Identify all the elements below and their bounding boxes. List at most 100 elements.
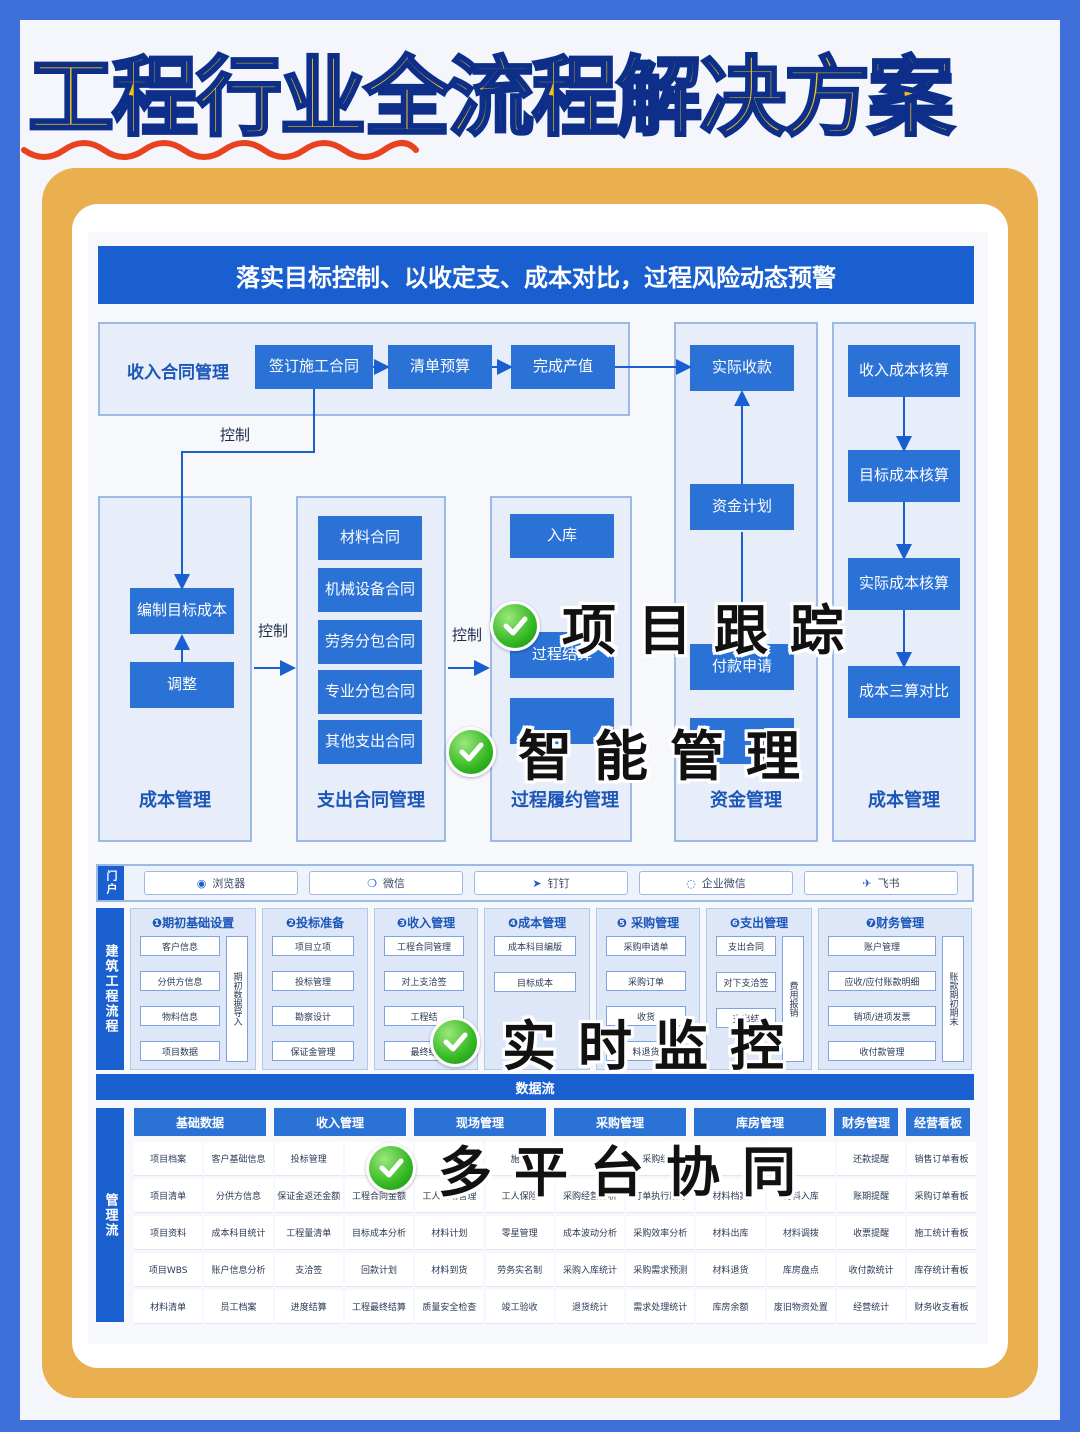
mgmt-cell: 退货统计 bbox=[555, 1290, 625, 1324]
mgmt-column-header: 基础数据 bbox=[134, 1108, 266, 1136]
mgmt-cell: 工程量清单 bbox=[274, 1216, 343, 1250]
mgmt-cell: 项目资料 bbox=[134, 1216, 203, 1250]
box-other-contract: 其他支出合同 bbox=[318, 720, 422, 764]
portal-dingtalk-label: 钉钉 bbox=[547, 877, 570, 890]
overlay-text: 多平台协同 bbox=[438, 1141, 818, 1204]
mgmt-cell: 采购入库统计 bbox=[555, 1253, 625, 1287]
mgmt-cell bbox=[555, 1142, 625, 1176]
mgmt-cell: 零星管理 bbox=[485, 1216, 554, 1250]
flow-column-title: ❺ 采购管理 bbox=[616, 916, 680, 930]
wecom-icon: ◌ bbox=[686, 876, 696, 890]
mgmt-cell: 材料出库 bbox=[696, 1216, 765, 1250]
overlay-realtime-monitor: 实时监控 bbox=[430, 1002, 806, 1081]
flow-tag: 建筑工程流程 bbox=[96, 908, 124, 1070]
box-warehouse-in: 入库 bbox=[510, 514, 614, 558]
mgmt-cell: 还款提醒 bbox=[837, 1142, 906, 1176]
flow-side-item: 期初数据导入 bbox=[226, 936, 248, 1062]
process-performance-label: 过程履约管理 bbox=[511, 790, 619, 811]
mgmt-cell: 采购需求预测 bbox=[626, 1253, 695, 1287]
mgmt-cell: 采购统计 bbox=[626, 1142, 695, 1176]
mgmt-cell: 收票提醒 bbox=[837, 1216, 906, 1250]
box-process-hidden bbox=[510, 698, 614, 744]
flow-item: 客户信息 bbox=[140, 936, 220, 956]
mgmt-cell: 采购订单看板 bbox=[907, 1179, 976, 1213]
mgmt-cell: 项目WBS bbox=[134, 1253, 203, 1287]
flow-item: 物料信息 bbox=[140, 1006, 220, 1026]
portal-browser[interactable]: ◉浏览器 bbox=[144, 871, 298, 895]
mgmt-cell: 库房盘点 bbox=[766, 1253, 835, 1287]
page-title: 工程行业全流程解决方案 bbox=[27, 47, 956, 150]
mgmt-cell: 订单执行跟踪 bbox=[626, 1179, 695, 1213]
chrome-icon: ◉ bbox=[196, 876, 207, 890]
check-icon bbox=[430, 1016, 480, 1067]
flow-item: 项目立项 bbox=[272, 936, 354, 956]
mgmt-cell: 材料调拨 bbox=[766, 1216, 835, 1250]
mgmt-cell: 采购效率分析 bbox=[626, 1216, 695, 1250]
mgmt-cell: 经营统计 bbox=[837, 1290, 906, 1324]
mgmt-cell: 财务收支看板 bbox=[907, 1290, 976, 1324]
box-revenue-cost: 收入成本核算 bbox=[848, 345, 960, 397]
mgmt-tag: 管理流 bbox=[96, 1108, 124, 1322]
box-adjust: 调整 bbox=[130, 662, 234, 708]
mgmt-column-header: 经营看板 bbox=[906, 1108, 970, 1136]
box-three-cost-compare: 成本三算对比 bbox=[848, 666, 960, 718]
mgmt-cell: 材料入库 bbox=[766, 1179, 835, 1213]
flow-column-title: ❼财务管理 bbox=[865, 916, 925, 930]
mgmt-cell: 材料档案 bbox=[696, 1179, 765, 1213]
flow-item: 保证金管理 bbox=[272, 1041, 354, 1061]
cost-management-label: 成本管理 bbox=[139, 790, 211, 811]
flow-column-title: ❷投标准备 bbox=[285, 916, 345, 930]
box-labor-contract: 劳务分包合同 bbox=[318, 620, 422, 664]
step-sign-contract: 签订施工合同 bbox=[255, 345, 373, 389]
mgmt-cell: 需求处理统计 bbox=[626, 1290, 695, 1324]
feishu-icon: ✈ bbox=[862, 876, 872, 890]
mgmt-column-header: 财务管理 bbox=[834, 1108, 898, 1136]
mgmt-cell: 成本波动分析 bbox=[555, 1216, 625, 1250]
mgmt-cell: 目标成本分析 bbox=[344, 1216, 414, 1250]
overlay-text: 项目跟踪 bbox=[562, 599, 866, 662]
control-label-cost: 控制 bbox=[258, 622, 289, 640]
mgmt-column-header: 采购管理 bbox=[554, 1108, 686, 1136]
mgmt-column-header: 库房管理 bbox=[694, 1108, 826, 1136]
flow-item: 销项/进项发票 bbox=[828, 1006, 936, 1026]
mgmt-column-header: 收入管理 bbox=[274, 1108, 406, 1136]
mgmt-cell: 废旧物资处置 bbox=[766, 1290, 835, 1324]
flow-item: 工程合同管理 bbox=[384, 936, 464, 956]
mgmt-cell: 进度结算 bbox=[274, 1290, 343, 1324]
flow-item: 项目数据 bbox=[140, 1041, 220, 1061]
portal-wecom[interactable]: ◌企业微信 bbox=[639, 871, 793, 895]
flow-item: 收付款管理 bbox=[828, 1041, 936, 1061]
flow-item: 料退货 bbox=[606, 1041, 686, 1061]
mgmt-cell: 施工统计看板 bbox=[907, 1216, 976, 1250]
mgmt-cell: 质量安全检查 bbox=[415, 1290, 484, 1324]
mgmt-cell: 项目档案 bbox=[134, 1142, 203, 1176]
flow-column-title: ❶期初基础设置 bbox=[151, 916, 235, 930]
check-icon bbox=[446, 726, 496, 777]
box-professional-contract: 专业分包合同 bbox=[318, 670, 422, 714]
overlay-project-tracking: 项目跟踪 bbox=[490, 586, 866, 665]
mgmt-cell: 客户基础信息 bbox=[204, 1142, 273, 1176]
check-icon bbox=[366, 1142, 416, 1193]
flow-side-item: 费用报销 bbox=[782, 936, 804, 1062]
mgmt-cell: 材料到货 bbox=[415, 1253, 484, 1287]
flow-item: 分供方信息 bbox=[140, 971, 220, 991]
portal-wechat[interactable]: ❍微信 bbox=[309, 871, 463, 895]
mgmt-cell: 账期提醒 bbox=[837, 1179, 906, 1213]
step-output-value: 完成产值 bbox=[511, 345, 615, 389]
portal-dingtalk[interactable]: ➤钉钉 bbox=[474, 871, 628, 895]
mgmt-cell bbox=[766, 1142, 835, 1176]
dataflow-bar: 数据流 bbox=[96, 1074, 974, 1100]
mgmt-cell: 销售订单看板 bbox=[907, 1142, 976, 1176]
mgmt-cell: 投标管理 bbox=[274, 1142, 343, 1176]
mgmt-cell: 成本科目统计 bbox=[204, 1216, 273, 1250]
overlay-text: 智能管理 bbox=[518, 725, 822, 788]
flow-item: 支出合同 bbox=[716, 936, 776, 956]
mgmt-cell: 保证金返还金额 bbox=[274, 1179, 343, 1213]
flow-side-item: 账款期初期末 bbox=[942, 936, 964, 1062]
box-material-contract: 材料合同 bbox=[318, 516, 422, 560]
mgmt-cell bbox=[696, 1142, 765, 1176]
portal-feishu[interactable]: ✈飞书 bbox=[804, 871, 958, 895]
overlay-text: 实时监控 bbox=[502, 1015, 806, 1078]
mgmt-cell: 员工档案 bbox=[204, 1290, 273, 1324]
mgmt-cell: 库存统计看板 bbox=[907, 1253, 976, 1287]
